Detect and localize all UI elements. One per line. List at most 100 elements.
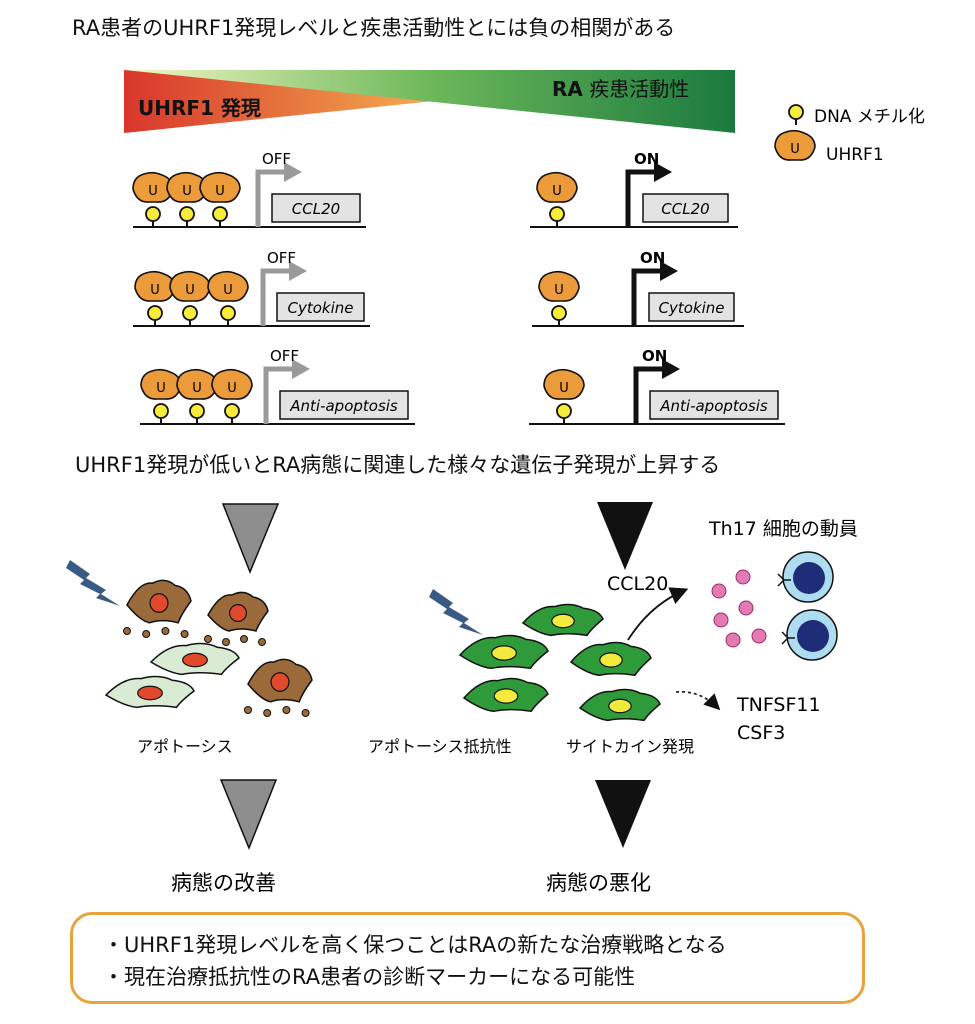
uhrf1-protein-icon: U	[538, 270, 580, 302]
uhrf1-legend-icon: U	[774, 129, 816, 161]
middle-statement: UHRF1発現が低いとRA病態に関連した様々な遺伝子発現が上昇する	[75, 453, 720, 477]
resistant-cell-icon	[578, 688, 661, 722]
uhrf1-protein-icon: U	[140, 368, 182, 400]
gene-row: U U U CCL20 OFF U CCL20 ON	[132, 150, 738, 228]
resistant-cell-icon	[458, 634, 549, 670]
svg-text:U: U	[790, 142, 800, 157]
off-label: OFF	[262, 150, 291, 168]
methylation-icon	[549, 206, 565, 222]
uhrf1-protein-icon: U	[176, 368, 218, 400]
gene-name: CCL20	[292, 200, 340, 218]
svg-text:U: U	[223, 283, 233, 298]
th17-recruitment-label: Th17 細胞の動員	[708, 518, 858, 540]
methylation-icon	[220, 305, 236, 321]
apoptosis-label: アポトーシス	[137, 737, 233, 756]
methylation-icon	[189, 403, 205, 419]
uhrf1-protein-icon: U	[134, 270, 176, 302]
gene-box	[649, 390, 779, 420]
chemokine-dot	[711, 583, 727, 599]
svg-text:U: U	[559, 381, 569, 396]
methylation-icon	[551, 305, 567, 321]
resistant-cells	[458, 603, 661, 722]
healthy-cell-icon	[104, 675, 195, 709]
stimulus-lightning-icon	[429, 589, 483, 635]
apoptotic-cell-icon	[123, 579, 192, 638]
conclusion-box: ・UHRF1発現レベルを高く保つことはRAの新たな治療戦略となる ・現在治療抵抗…	[70, 912, 865, 1004]
chemokine-dot	[735, 569, 751, 585]
uhrf1-protein-icon: U	[536, 171, 578, 203]
th17-cell	[777, 551, 834, 603]
uhrf1-protein-icon: U	[211, 368, 253, 400]
gene-name: Anti-apoptosis	[289, 397, 398, 415]
gene-expression-arrow	[675, 691, 721, 711]
figure-title: RA患者のUHRF1発現レベルと疾患活動性とには負の相関がある	[72, 16, 676, 40]
resistant-cell-icon	[462, 677, 549, 713]
chemokine-dot	[738, 600, 754, 616]
th17-cell	[781, 609, 838, 661]
right-down-arrow-upper	[597, 502, 653, 570]
tnfsf11-label: TNFSF11	[736, 694, 821, 716]
gene-name: Cytokine	[659, 299, 725, 317]
gene-box	[642, 193, 729, 223]
svg-text:U: U	[192, 381, 202, 396]
chemokine-dots	[711, 569, 767, 648]
apoptotic-cell-icon	[204, 591, 269, 646]
healthy-cell-icon	[149, 642, 240, 676]
promoter-off-icon	[255, 169, 288, 227]
off-label: OFF	[267, 249, 296, 267]
gene-name: Cytokine	[288, 299, 354, 317]
svg-text:U: U	[182, 184, 192, 199]
stimulus-lightning-icon	[66, 560, 120, 606]
gene-box	[271, 193, 361, 223]
methylation-icon	[153, 403, 169, 419]
csf3-label: CSF3	[737, 722, 785, 744]
right-down-arrow-lower	[595, 780, 651, 848]
methylation-icon	[212, 206, 228, 222]
methylation-icon	[179, 206, 195, 222]
methylation-icon	[145, 206, 161, 222]
on-label: ON	[634, 150, 659, 168]
on-label: ON	[642, 347, 667, 365]
left-down-arrow-upper	[221, 503, 280, 575]
promoter-on-icon	[631, 268, 664, 326]
gene-box	[276, 292, 365, 322]
apoptotic-cell-icon	[244, 658, 313, 717]
gene-name: CCL20	[661, 200, 709, 218]
methylation-icon	[224, 403, 240, 419]
apoptosis-resistance-label: アポトーシス抵抗性	[368, 737, 512, 756]
svg-text:U: U	[215, 184, 225, 199]
svg-text:U: U	[156, 381, 166, 396]
apoptosis-cells	[104, 579, 313, 717]
off-label: OFF	[270, 347, 299, 365]
svg-text:U: U	[148, 184, 158, 199]
uhrf1-protein-icon: U	[543, 368, 585, 400]
svg-text:U: U	[552, 184, 562, 199]
resistant-cell-icon	[521, 603, 604, 637]
ra-activity-label: RA 疾患活動性	[552, 77, 689, 101]
svg-text:U: U	[227, 381, 237, 396]
methylation-icon	[147, 305, 163, 321]
uhrf1-protein-icon: U	[207, 270, 249, 302]
uhrf1-protein-icon: U	[199, 171, 241, 203]
ra-activity-gradient	[124, 70, 735, 133]
methylation-icon	[182, 305, 198, 321]
uhrf1-protein-icon: U	[169, 270, 211, 302]
ccl20-label: CCL20	[607, 573, 668, 595]
left-down-arrow-lower	[219, 779, 278, 851]
legend: DNA メチル化 U UHRF1	[774, 104, 925, 165]
svg-text:UHRF1: UHRF1	[826, 145, 884, 165]
worsening-outcome: 病態の悪化	[546, 871, 651, 895]
ccl20-arrow	[627, 587, 689, 641]
methylation-legend-icon	[788, 104, 804, 120]
promoter-off-icon	[260, 268, 293, 326]
chemokine-dot	[713, 612, 729, 628]
svg-text:U: U	[554, 283, 564, 298]
promoter-off-icon	[263, 366, 296, 424]
gene-box	[648, 292, 735, 322]
uhrf1-expression-label: UHRF1 発現	[138, 96, 261, 120]
improvement-outcome: 病態の改善	[171, 871, 276, 895]
cytokine-expression-label: サイトカイン発現	[566, 737, 694, 756]
